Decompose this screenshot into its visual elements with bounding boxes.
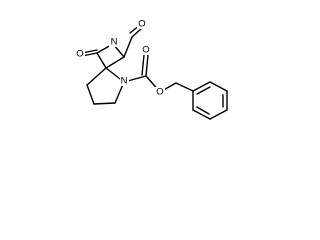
molecule-drawing: N O O N O O <box>75 19 228 120</box>
bond-c7-o-double-b <box>141 54 145 76</box>
atom-label-lactam-nitrogen: N <box>111 37 118 48</box>
chemical-structure-canvas: N O O N O O <box>0 0 240 152</box>
atom-label-aldehyde-oxygen: O <box>138 19 145 30</box>
atom-label-pyrrolidine-nitrogen: N <box>121 76 128 87</box>
benzene-bond-4 <box>209 109 228 120</box>
bond-c6-c3 <box>86 67 107 86</box>
bond-c7-o-double-a <box>145 54 149 77</box>
bond-ch2-ph <box>175 82 194 92</box>
bond-c3-c1 <box>96 52 107 69</box>
atom-label-carbamate-ether-oxygen: O <box>156 87 163 98</box>
atom-label-lactam-oxygen: O <box>76 49 83 60</box>
label-bg-o2 <box>75 49 85 59</box>
label-bg-n2 <box>120 76 129 86</box>
label-bg-n1 <box>109 37 118 47</box>
benzene-bond-1 <box>192 81 211 92</box>
atom-label-carbamate-carbonyl-oxygen: O <box>142 45 149 56</box>
bond-cho-o-1 <box>131 27 143 38</box>
bond-c2-cho <box>123 36 133 58</box>
label-bg-o1 <box>137 19 147 29</box>
benzene-bond-5 <box>192 109 211 120</box>
bond-c5-c6 <box>86 84 95 105</box>
benzene-bond-2 <box>209 81 228 92</box>
benzene-double-c <box>196 106 210 115</box>
label-bg-o3 <box>141 45 151 55</box>
bond-c2-c3 <box>105 56 125 69</box>
bond-c4-c5 <box>93 102 116 105</box>
label-bg-o4 <box>155 87 165 97</box>
benzene-double-a <box>196 86 211 95</box>
